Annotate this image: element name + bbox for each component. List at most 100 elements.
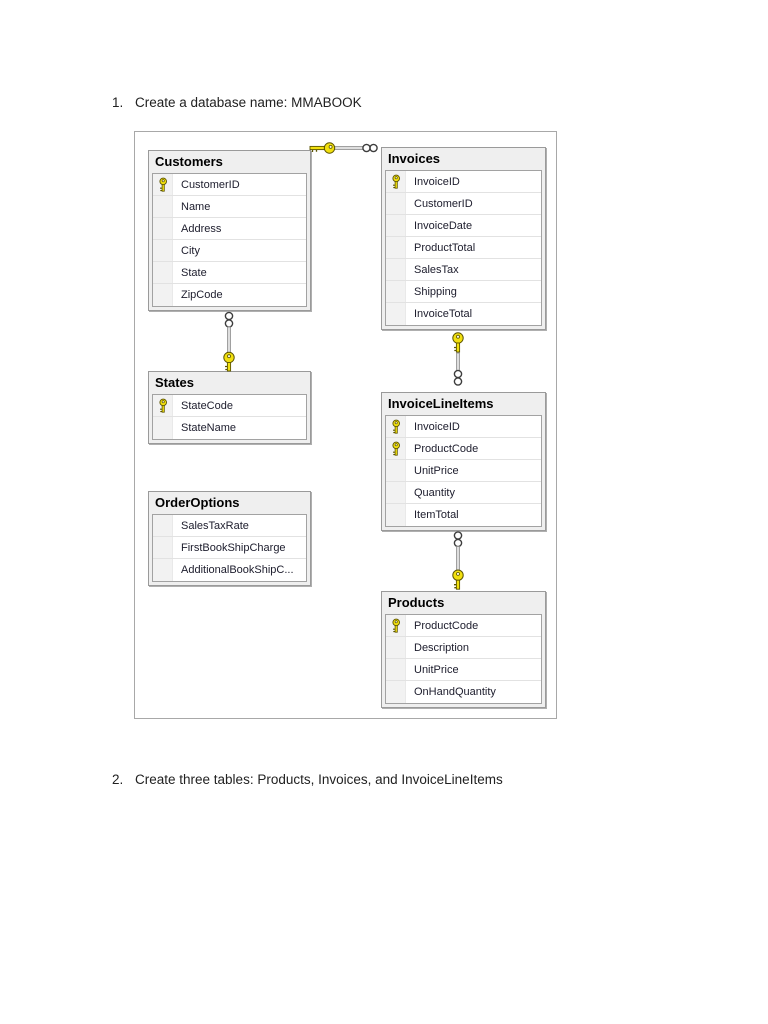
row-selector-cell [153,218,173,239]
row-selector-cell [386,681,406,703]
column-name: SalesTaxRate [181,519,249,532]
column-row: ProductCode [386,615,541,637]
column-row: City [153,240,306,262]
primary-key-icon [153,395,173,416]
column-row: State [153,262,306,284]
column-row: Address [153,218,306,240]
column-row: SalesTaxRate [153,515,306,537]
column-name: InvoiceTotal [414,308,473,320]
column-name: ProductCode [414,619,479,632]
column-name: CustomerID [181,178,240,191]
column-name: City [181,244,200,257]
instruction-2-number: 2. [112,772,124,787]
column-row: OnHandQuantity [386,681,541,703]
column-name: ProductCode [414,442,479,455]
column-name: Name [181,200,211,213]
column-name: UnitPrice [414,663,459,676]
instruction-1: 1. Create a database name: MMABOOK [112,94,362,111]
row-selector-cell [386,259,406,280]
instruction-1-text: Create a database name: MMABOOK [135,95,362,110]
column-row: CustomerID [386,193,541,215]
row-selector-cell [386,193,406,214]
column-row: StateCode [153,395,306,417]
row-selector-cell [153,559,173,581]
column-name: AdditionalBookShipC... [181,564,294,576]
column-row: Name [153,196,306,218]
column-name: InvoiceDate [414,219,473,232]
instruction-1-number: 1. [112,95,124,110]
primary-key-icon [386,416,406,437]
column-row: ProductTotal [386,237,541,259]
column-row: Quantity [386,482,541,504]
column-row: InvoiceTotal [386,303,541,325]
column-name: InvoiceID [414,175,460,188]
column-name: ItemTotal [414,509,459,521]
row-selector-cell [153,537,173,558]
table-title: Invoices [388,151,441,166]
instruction-2-text: Create three tables: Products, Invoices,… [135,772,503,787]
column-name: Address [181,222,222,235]
row-selector-cell [386,215,406,236]
column-name: StateCode [181,399,233,412]
column-name: FirstBookShipCharge [181,541,286,554]
row-selector-cell [386,237,406,258]
column-name: OnHandQuantity [414,686,496,698]
column-row: Description [386,637,541,659]
column-name: SalesTax [414,263,459,276]
primary-key-icon [386,615,406,636]
primary-key-icon [153,174,173,195]
column-row: StateName [153,417,306,439]
row-selector-cell [386,303,406,325]
primary-key-icon [386,171,406,192]
row-selector-cell [153,196,173,217]
row-selector-cell [153,515,173,536]
column-row: ZipCode [153,284,306,306]
column-name: UnitPrice [414,464,459,477]
column-name: InvoiceID [414,420,460,433]
table-title: Customers [155,154,223,169]
column-name: ProductTotal [414,241,476,254]
table-title: States [155,375,195,390]
row-selector-cell [386,637,406,658]
column-name: Description [414,641,470,654]
column-row: ItemTotal [386,504,541,526]
column-row: Shipping [386,281,541,303]
row-selector-cell [386,460,406,481]
column-row: UnitPrice [386,659,541,681]
row-selector-cell [153,262,173,283]
row-selector-cell [153,240,173,261]
column-row: InvoiceID [386,416,541,438]
column-name: CustomerID [414,197,473,210]
primary-key-icon [386,438,406,459]
row-selector-cell [153,417,173,439]
row-selector-cell [386,482,406,503]
column-row: InvoiceDate [386,215,541,237]
column-row: UnitPrice [386,460,541,482]
row-selector-cell [386,659,406,680]
table-title: OrderOptions [155,495,240,510]
column-row: InvoiceID [386,171,541,193]
column-row: AdditionalBookShipC... [153,559,306,581]
column-row: CustomerID [153,174,306,196]
row-selector-cell [386,281,406,302]
row-selector-cell [153,284,173,306]
instruction-2: 2. Create three tables: Products, Invoic… [112,771,503,788]
table-title: Products [388,595,445,610]
column-row: ProductCode [386,438,541,460]
column-row: FirstBookShipCharge [153,537,306,559]
column-row: SalesTax [386,259,541,281]
column-name: Shipping [414,285,457,298]
table-title: InvoiceLineItems [388,396,494,411]
column-name: Quantity [414,486,455,499]
